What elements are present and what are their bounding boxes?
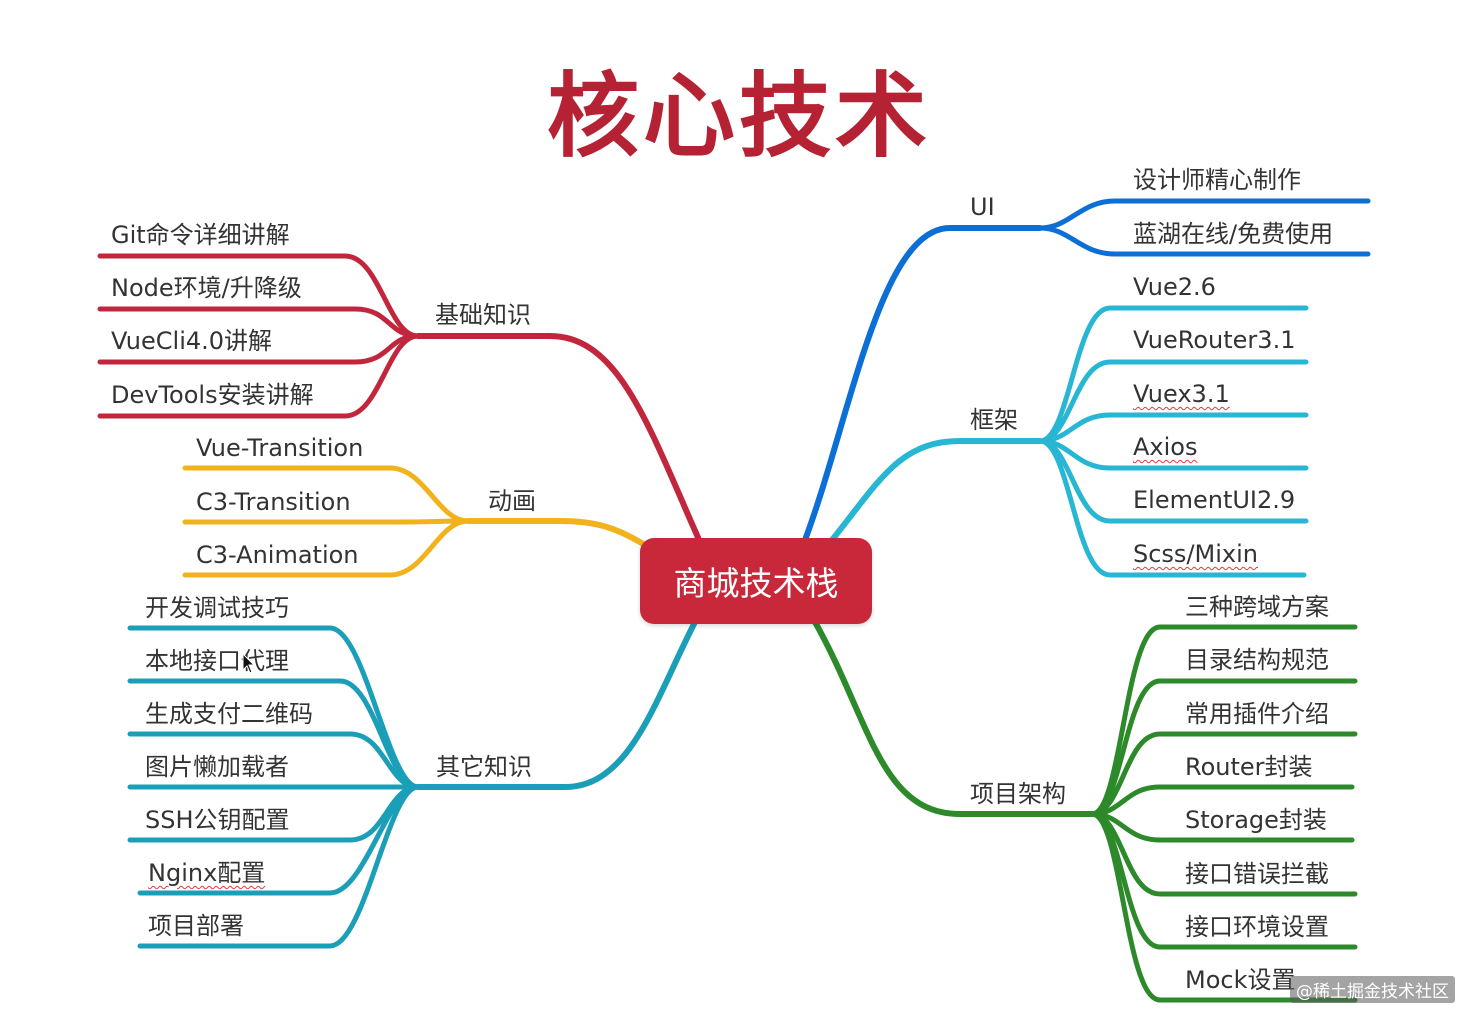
leaf-other[interactable]: 生成支付二维码 — [145, 700, 313, 728]
connector-framework-leaf — [1037, 438, 1307, 578]
leaf-label: Vuex3.1 — [1133, 380, 1230, 408]
connector-architecture-leaf — [1089, 811, 1358, 1003]
branch-other[interactable]: 其它知识 — [436, 753, 532, 781]
leaf-architecture[interactable]: Storage封装 — [1185, 806, 1327, 834]
leaf-architecture[interactable]: Mock设置 — [1185, 966, 1296, 994]
leaf-other[interactable]: Nginx配置 — [148, 859, 265, 887]
central-node-label: 商城技术栈 — [673, 564, 839, 603]
central-node[interactable]: 商城技术栈 — [640, 538, 872, 624]
connector-architecture-trunk — [812, 619, 1095, 817]
leaf-framework[interactable]: Vuex3.1 — [1133, 380, 1230, 408]
leaf-ui[interactable]: 蓝湖在线/免费使用 — [1133, 220, 1334, 248]
leaf-architecture[interactable]: Router封装 — [1185, 753, 1313, 781]
leaf-framework[interactable]: ElementUI2.9 — [1133, 486, 1296, 514]
mouse-cursor-icon — [242, 653, 256, 674]
leaf-basics[interactable]: Git命令详细讲解 — [111, 221, 290, 249]
leaf-label: Axios — [1133, 433, 1198, 461]
leaf-framework[interactable]: Axios — [1133, 433, 1197, 461]
leaf-architecture[interactable]: 常用插件介绍 — [1185, 700, 1329, 728]
leaf-other[interactable]: SSH公钥配置 — [145, 806, 290, 834]
leaf-architecture[interactable]: 目录结构规范 — [1185, 646, 1329, 674]
connector-ui-trunk — [802, 225, 1043, 543]
leaf-architecture[interactable]: 接口环境设置 — [1185, 913, 1329, 941]
connector-basics-leaf — [97, 333, 421, 419]
leaf-ui[interactable]: 设计师精心制作 — [1133, 166, 1301, 194]
branch-architecture[interactable]: 项目架构 — [970, 780, 1066, 808]
leaf-other[interactable]: 项目部署 — [148, 912, 244, 940]
leaf-other[interactable]: 开发调试技巧 — [145, 594, 289, 622]
leaf-animation[interactable]: Vue-Transition — [196, 434, 364, 462]
connector-architecture-leaf — [1089, 731, 1358, 817]
leaf-label: Scss/Mixin — [1133, 540, 1258, 568]
page-title: 核心技术 — [546, 63, 931, 170]
branch-ui[interactable]: UI — [970, 193, 995, 221]
branch-basics[interactable]: 基础知识 — [435, 301, 531, 329]
connector-animation-leaf — [182, 518, 471, 525]
connector-framework-leaf — [1037, 359, 1309, 444]
leaf-basics[interactable]: DevTools安装讲解 — [111, 381, 314, 409]
leaf-basics[interactable]: VueCli4.0讲解 — [111, 327, 273, 355]
leaf-other[interactable]: 图片懒加载者 — [145, 753, 289, 781]
leaf-framework[interactable]: Vue2.6 — [1133, 273, 1216, 301]
leaf-label: Nginx配置 — [148, 859, 266, 887]
branch-framework[interactable]: 框架 — [970, 406, 1018, 434]
watermark: @稀土掘金技术社区 — [1290, 976, 1455, 1003]
leaf-framework[interactable]: VueRouter3.1 — [1133, 326, 1296, 354]
leaf-animation[interactable]: C3-Transition — [196, 488, 351, 516]
leaf-architecture[interactable]: 三种跨域方案 — [1185, 593, 1329, 621]
leaf-basics[interactable]: Node环境/升降级 — [111, 274, 302, 302]
connector-other-leaf — [137, 784, 421, 949]
connector-animation-trunk — [465, 518, 648, 548]
leaf-framework[interactable]: Scss/Mixin — [1133, 540, 1258, 568]
connector-other-trunk — [415, 619, 698, 790]
connector-basics-trunk — [415, 333, 703, 545]
connector-ui-leaf — [1037, 225, 1371, 257]
leaf-other[interactable]: 本地接口代理 — [145, 647, 289, 675]
connector-animation-leaf — [182, 518, 471, 578]
connector-framework-trunk — [829, 438, 1043, 543]
branch-animation[interactable]: 动画 — [488, 487, 536, 515]
leaf-architecture[interactable]: 接口错误拦截 — [1185, 860, 1329, 888]
leaf-animation[interactable]: C3-Animation — [196, 541, 359, 569]
